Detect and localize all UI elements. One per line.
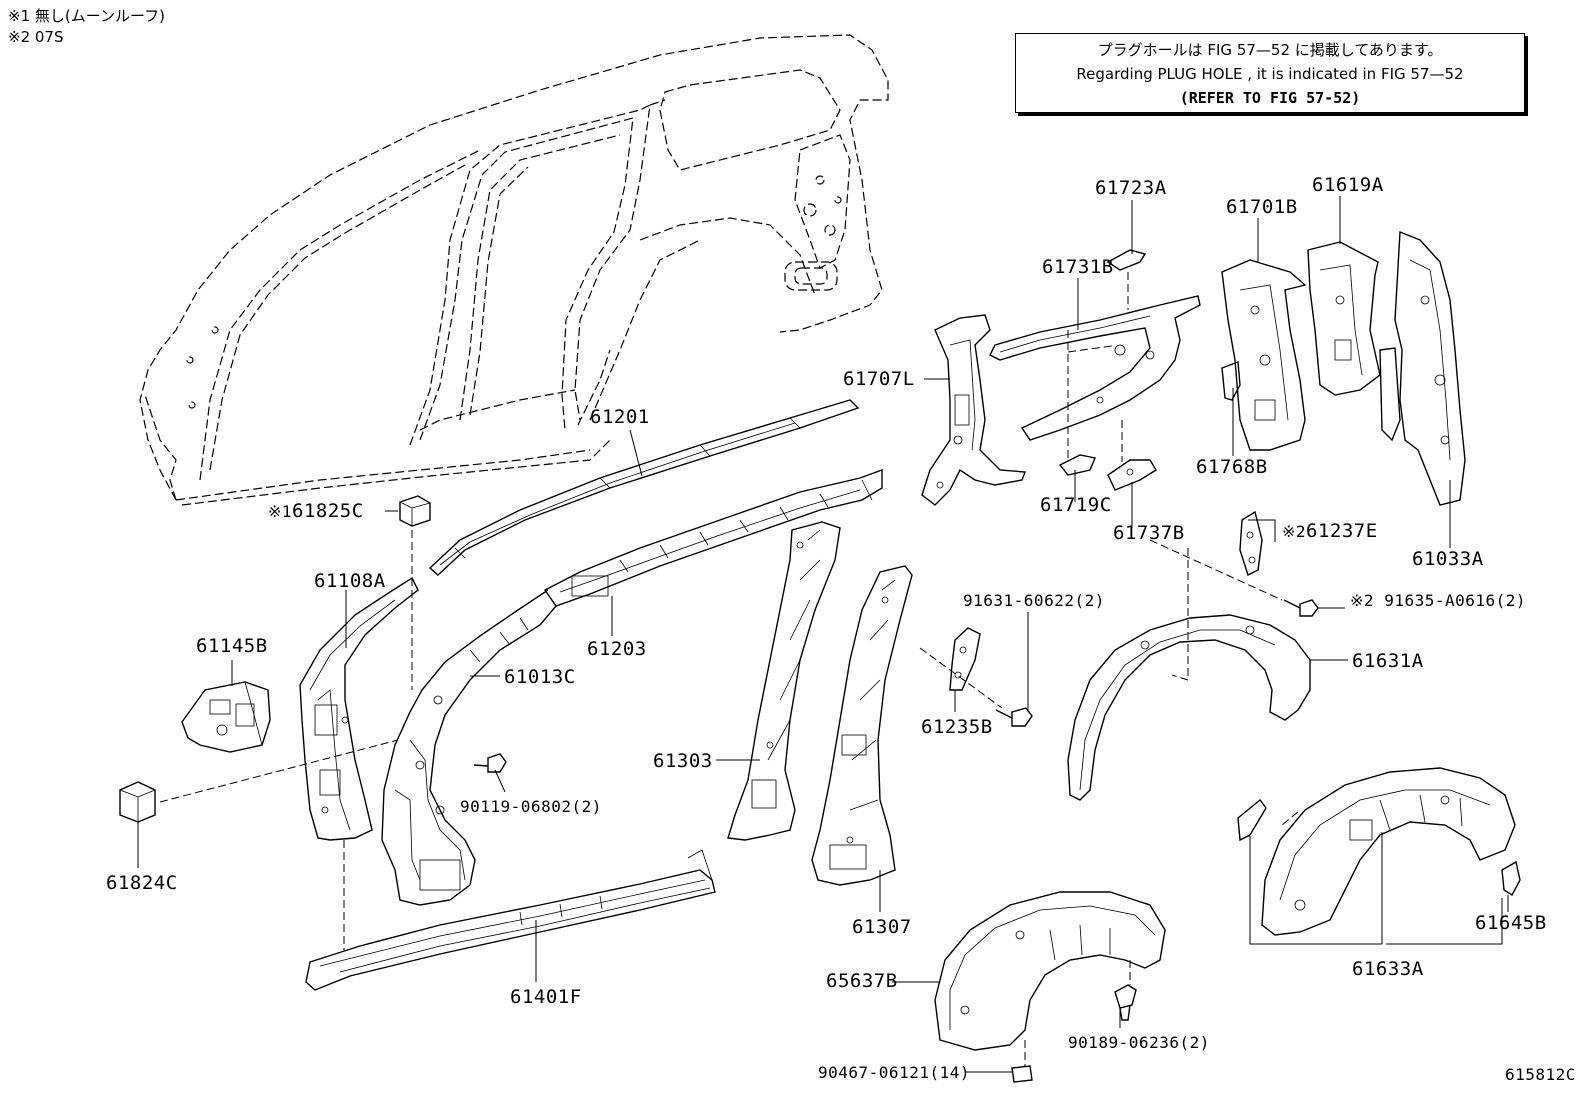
part-61825c-block bbox=[399, 495, 431, 527]
part-61619a-panel bbox=[1307, 241, 1381, 396]
part-label[interactable]: 61723A bbox=[1095, 177, 1167, 199]
part-61401f-rocker-panel bbox=[305, 849, 716, 991]
part-90119-bolt bbox=[473, 753, 507, 773]
part-label-with-prefix[interactable]: ※261237E bbox=[1282, 520, 1378, 543]
reference-line-ja: プラグホールは FIG 57—52 に掲載してあります。 bbox=[1097, 41, 1443, 59]
part-61033a-quarter-inner bbox=[1379, 230, 1466, 506]
part-code: 61237E bbox=[1306, 520, 1378, 542]
part-prefix: ※2 bbox=[1350, 591, 1375, 610]
part-61701b-rear-pillar-inner bbox=[1221, 259, 1307, 451]
part-61201-roof-side-rail bbox=[428, 399, 860, 576]
part-label[interactable]: 90119-06802(2) bbox=[460, 797, 602, 816]
part-label[interactable]: 61701B bbox=[1226, 196, 1298, 218]
part-prefix: ※2 bbox=[1282, 522, 1307, 541]
part-label[interactable]: 91631-60622(2) bbox=[963, 591, 1105, 610]
part-label[interactable]: 65637B bbox=[826, 970, 898, 992]
part-61645b-bracket bbox=[1501, 860, 1521, 896]
part-label[interactable]: 61145B bbox=[196, 635, 268, 657]
part-label[interactable]: 61719C bbox=[1040, 494, 1112, 516]
part-61723a-bracket bbox=[1106, 249, 1147, 271]
part-label[interactable]: 61731B bbox=[1042, 256, 1114, 278]
part-61203-roof-rail-inner bbox=[543, 469, 883, 607]
part-label-with-prefix[interactable]: ※161825C bbox=[268, 500, 364, 523]
part-label[interactable]: 61645B bbox=[1475, 912, 1547, 934]
part-label-with-prefix[interactable]: ※2 91635-A0616(2) bbox=[1350, 590, 1526, 612]
assembly-phantom-lines bbox=[159, 272, 1299, 1066]
part-61145b-bracket bbox=[181, 681, 271, 753]
part-label[interactable]: 61307 bbox=[852, 916, 912, 938]
part-label[interactable]: 61401F bbox=[510, 986, 582, 1008]
part-label[interactable]: 61737B bbox=[1113, 522, 1185, 544]
part-label[interactable]: 61707L bbox=[843, 368, 915, 390]
reference-line-en: Regarding PLUG HOLE , it is indicated in… bbox=[1076, 65, 1464, 83]
part-61303-center-pillar bbox=[727, 521, 841, 841]
part-61631a-wheel-house bbox=[1067, 614, 1311, 801]
part-90467-clip bbox=[1011, 1065, 1033, 1083]
part-61719c-bracket bbox=[1058, 454, 1096, 476]
part-code: 61825C bbox=[292, 500, 364, 522]
part-label[interactable]: 90189-06236(2) bbox=[1068, 1033, 1210, 1052]
part-65637b-wheel-liner bbox=[934, 891, 1166, 1051]
part-61108a-front-pillar bbox=[299, 576, 419, 841]
figure-code: 615812C bbox=[1505, 1065, 1576, 1084]
part-61737b-bracket bbox=[1107, 459, 1157, 491]
part-91635-bolt bbox=[1283, 599, 1319, 617]
part-label[interactable]: 61203 bbox=[587, 638, 647, 660]
part-61707l-quarter-pillar bbox=[921, 314, 1026, 506]
note-2: ※2 07S bbox=[8, 28, 64, 46]
part-label[interactable]: 61013C bbox=[504, 666, 576, 688]
part-label[interactable]: 61235B bbox=[921, 716, 993, 738]
part-91631-bolt bbox=[995, 707, 1033, 727]
part-label[interactable]: 61633A bbox=[1352, 958, 1424, 980]
note-1: ※1 無し(ムーンルーフ) bbox=[8, 7, 165, 25]
body-side-outer-phantom bbox=[139, 34, 889, 506]
part-code: 91635-A0616(2) bbox=[1384, 591, 1527, 610]
part-label[interactable]: 61619A bbox=[1312, 174, 1384, 196]
reference-box: プラグホールは FIG 57—52 に掲載してあります。 Regarding P… bbox=[1015, 33, 1525, 113]
part-label[interactable]: 90467-06121(14) bbox=[818, 1063, 970, 1082]
part-61237e-bracket bbox=[1239, 510, 1263, 576]
reference-line-refer: (REFER TO FIG 57-52) bbox=[1179, 89, 1361, 107]
part-label[interactable]: 61768B bbox=[1196, 456, 1268, 478]
part-label[interactable]: 61824C bbox=[106, 872, 178, 894]
part-61013c-front-pillar-inner bbox=[381, 589, 557, 906]
leader-lines bbox=[137, 196, 1509, 1073]
part-label[interactable]: 61108A bbox=[314, 570, 386, 592]
part-label[interactable]: 61631A bbox=[1352, 650, 1424, 672]
part-61235b-bracket bbox=[949, 627, 981, 691]
part-label[interactable]: 61033A bbox=[1412, 548, 1484, 570]
part-90189-clip bbox=[1114, 984, 1137, 1021]
part-prefix: ※1 bbox=[268, 502, 293, 521]
part-label[interactable]: 61303 bbox=[653, 750, 713, 772]
part-61307-center-pillar-inner bbox=[811, 565, 913, 886]
part-61824c-block bbox=[119, 781, 156, 823]
part-small-bracket-633 bbox=[1237, 798, 1267, 842]
part-61633a-wheel-house-outer bbox=[1261, 767, 1516, 936]
part-label[interactable]: 61201 bbox=[590, 406, 650, 428]
part-61731b-rear-rail bbox=[989, 295, 1201, 441]
